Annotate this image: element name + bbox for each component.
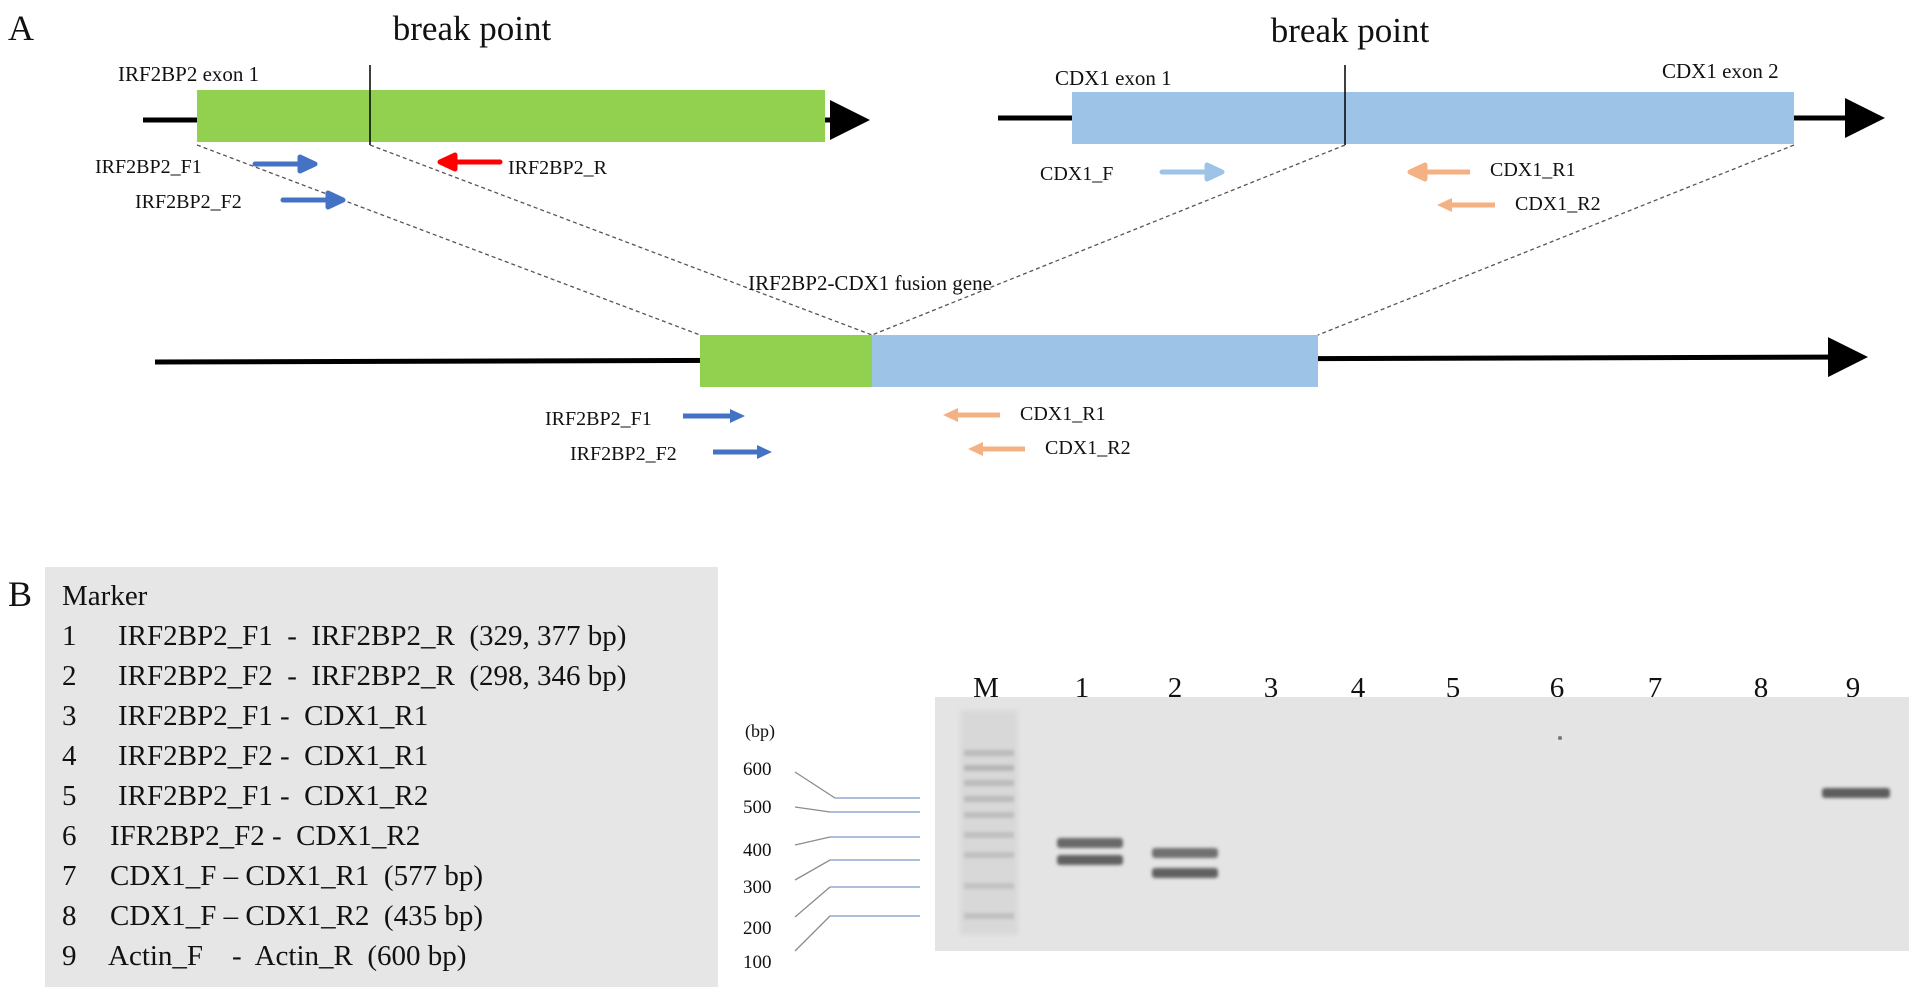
- lane-label: 3: [1264, 672, 1279, 704]
- panel-a-label: A: [8, 8, 34, 48]
- legend-row-text: IRF2BP2_F2 - CDX1_R1: [118, 740, 428, 772]
- lane-2-bands: [1152, 848, 1218, 878]
- cdx1-exon-box: [1072, 92, 1794, 144]
- legend-row-number: 4: [62, 740, 77, 772]
- projection-lines: [196, 144, 1795, 336]
- legend-row-text: IFR2BP2_F2 - CDX1_R2: [110, 820, 420, 852]
- legend-row-number: 5: [62, 780, 77, 812]
- primer-label-irf2bp2-r: IRF2BP2_R: [508, 157, 608, 179]
- primer-label-cdx1-r1: CDX1_R1: [1490, 159, 1576, 181]
- gel-unit-label: (bp): [745, 721, 775, 742]
- legend-row: 4 IRF2BP2_F2 - CDX1_R1: [62, 740, 428, 772]
- fusion-primer-label-irf2bp2-f1: IRF2BP2_F1: [545, 408, 652, 430]
- fusion-primer-label-irf2bp2-f2: IRF2BP2_F2: [570, 443, 677, 465]
- legend-row: 3 IRF2BP2_F1 - CDX1_R1: [62, 700, 428, 732]
- fusion-primer-label-cdx1-r1: CDX1_R1: [1020, 403, 1106, 425]
- fusion-primer-arrow-cdx1-r1: [943, 408, 958, 422]
- fusion-primer-arrow-irf2bp2-f1: [730, 409, 745, 423]
- fusion-primer-arrow-cdx1-r2: [968, 442, 983, 456]
- ladder-size-label: 100: [743, 952, 772, 973]
- primer-arrow-irf2bp2-r: [437, 152, 503, 172]
- ladder-size-label: 500: [743, 797, 772, 818]
- fusion-primer-arrow-irf2bp2-f2: [757, 445, 772, 459]
- fusion-primer-label-cdx1-r2: CDX1_R2: [1045, 437, 1131, 459]
- irf2bp2-exon1-box: [197, 90, 825, 142]
- primer-arrow-cdx1-r2: [1437, 198, 1452, 212]
- legend-box: [45, 567, 718, 987]
- legend-row: 8 CDX1_F – CDX1_R2 (435 bp): [62, 900, 483, 932]
- cdx1-exon2-label: CDX1 exon 2: [1662, 59, 1779, 83]
- cdx1-break-point-label: break point: [1271, 11, 1430, 50]
- fusion-gene-label: IRF2BP2-CDX1 fusion gene: [748, 271, 992, 295]
- primer-label-irf2bp2-f2: IRF2BP2_F2: [135, 191, 242, 213]
- ladder-size-label: 600: [743, 759, 772, 780]
- legend-row-text: Actin_F - Actin_R (600 bp): [108, 940, 466, 972]
- legend-title: Marker: [62, 580, 148, 612]
- irf2bp2-break-point-label: break point: [393, 9, 552, 48]
- legend-row-text: IRF2BP2_F2 - IRF2BP2_R (298, 346 bp): [118, 660, 626, 692]
- lane-label: 2: [1168, 672, 1183, 704]
- irf2bp2-exon-label: IRF2BP2 exon 1: [118, 62, 259, 86]
- ladder-size-label: 400: [743, 840, 772, 861]
- legend-row: 2 IRF2BP2_F2 - IRF2BP2_R (298, 346 bp): [62, 660, 626, 692]
- primer-arrow-cdx1-f: [1159, 162, 1225, 182]
- ladder-bands: [964, 750, 1014, 919]
- legend-row: 6 IFR2BP2_F2 - CDX1_R2: [62, 820, 420, 852]
- lane-label: 4: [1351, 672, 1366, 704]
- primer-arrow-irf2bp2-f1: [252, 154, 318, 174]
- ladder-smear: [960, 710, 1018, 935]
- lane-9-band: [1822, 788, 1890, 798]
- legend-row-number: 7: [62, 860, 77, 892]
- gel-image: [935, 697, 1909, 951]
- ladder-size-label: 200: [743, 918, 772, 939]
- legend-row-number: 6: [62, 820, 77, 852]
- legend-row-text: IRF2BP2_F1 - CDX1_R1: [118, 700, 428, 732]
- legend-row-text: CDX1_F – CDX1_R1 (577 bp): [110, 860, 483, 892]
- lane-label: 6: [1550, 672, 1565, 704]
- ladder-size-label: 300: [743, 877, 772, 898]
- legend-row-text: IRF2BP2_F1 - CDX1_R2: [118, 780, 428, 812]
- legend-row: 7 CDX1_F – CDX1_R1 (577 bp): [62, 860, 483, 892]
- lane-label: 7: [1648, 672, 1663, 704]
- gel-speck: [1558, 736, 1562, 740]
- lane-1-bands: [1057, 838, 1123, 865]
- legend-row: 5 IRF2BP2_F1 - CDX1_R2: [62, 780, 428, 812]
- legend-row: 1 IRF2BP2_F1 - IRF2BP2_R (329, 377 bp): [62, 620, 626, 652]
- legend-row-number: 2: [62, 660, 77, 692]
- legend-row-text: IRF2BP2_F1 - IRF2BP2_R (329, 377 bp): [118, 620, 626, 652]
- panel-b-label: B: [8, 574, 32, 614]
- lane-label: 5: [1446, 672, 1461, 704]
- legend-row-number: 1: [62, 620, 77, 652]
- lane-label: 9: [1846, 672, 1861, 704]
- legend-row: 9 Actin_F - Actin_R (600 bp): [62, 940, 466, 972]
- legend-row-number: 3: [62, 700, 77, 732]
- ladder-connector-lines: [794, 771, 920, 952]
- legend-row-number: 9: [62, 940, 77, 972]
- primer-label-irf2bp2-f1: IRF2BP2_F1: [95, 156, 202, 178]
- lane-label: 1: [1075, 672, 1090, 704]
- primer-label-cdx1-r2: CDX1_R2: [1515, 193, 1601, 215]
- primer-label-cdx1-f: CDX1_F: [1040, 163, 1113, 185]
- primer-arrow-irf2bp2-f2: [280, 190, 346, 210]
- fusion-irf2bp2-segment: [700, 335, 872, 387]
- lane-label: 8: [1754, 672, 1769, 704]
- gel-background: [935, 697, 1909, 951]
- legend-row-number: 8: [62, 900, 77, 932]
- legend-row-text: CDX1_F – CDX1_R2 (435 bp): [110, 900, 483, 932]
- fusion-cdx1-segment: [872, 335, 1318, 387]
- cdx1-exon1-label: CDX1 exon 1: [1055, 66, 1172, 90]
